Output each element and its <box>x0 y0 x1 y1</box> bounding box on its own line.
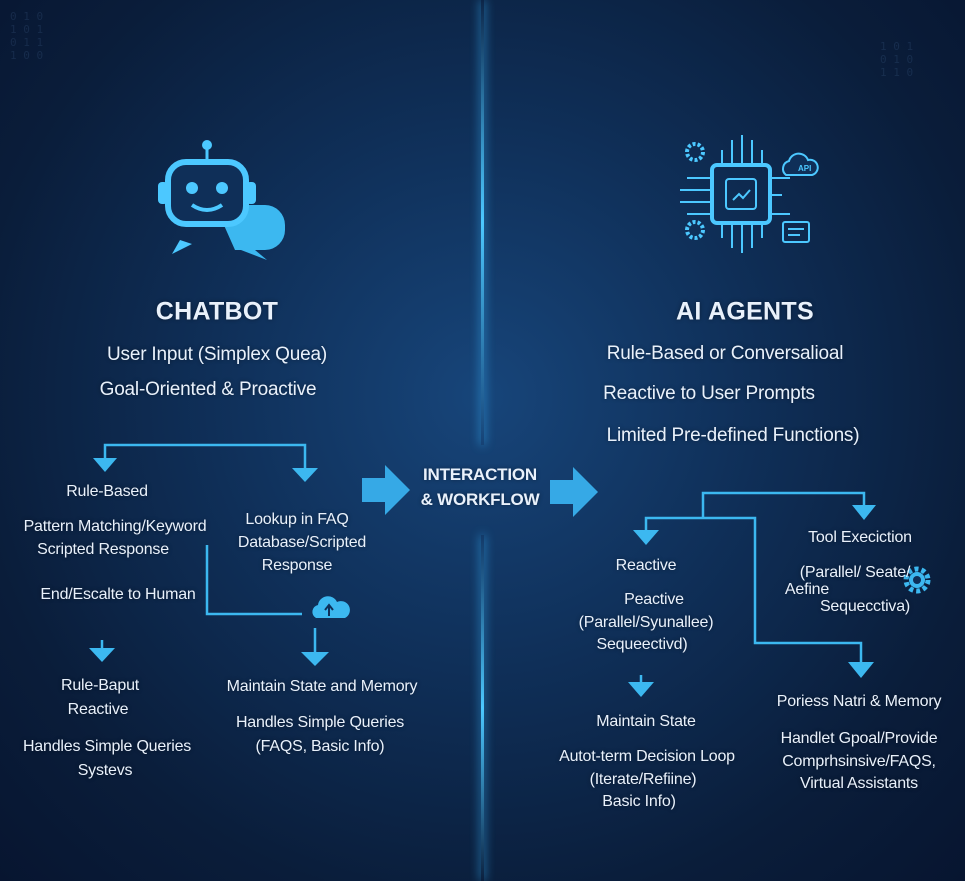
handles-label: Handles Simple Queries <box>22 738 192 755</box>
lookup-label: Database/Scripted <box>237 534 367 551</box>
chatbot-subtitle: User Input (Simplex Quea) <box>107 344 327 365</box>
peactive-label: (Parallel/Syunallee) <box>578 614 714 631</box>
memory-label: Poriess Natri & Memory <box>776 693 942 710</box>
handles-label: Handles Simple Queries <box>235 714 405 731</box>
arrow-down-icon <box>301 652 329 666</box>
arrow-down-icon <box>292 468 318 482</box>
agents-subtitle: Reactive to User Prompts <box>603 383 815 404</box>
handlet-label: Comprhsinsive/FAQS, <box>782 753 936 770</box>
center-divider-top <box>481 0 484 445</box>
center-divider-bottom <box>481 535 484 881</box>
center-label-line1: INTERACTION <box>423 465 537 484</box>
handlet-label: Handlet Gpoal/Provide <box>780 730 938 747</box>
ai-chip-icon <box>680 135 819 253</box>
pattern-label: Pattern Matching/Keyword <box>23 518 207 535</box>
center-label-line2: & WORKFLOW <box>420 490 540 509</box>
api-cloud-icon <box>782 152 819 176</box>
loop-label: (Iterate/Refiine) <box>589 771 697 788</box>
right-arrow-icon <box>550 467 598 517</box>
agents-title: AI AGENTS <box>676 297 814 326</box>
binary-background: 0 1 0 1 0 1 0 1 1 1 0 0 <box>10 10 44 62</box>
gear-icon <box>685 142 705 162</box>
gear-icon <box>685 220 705 240</box>
arrow-down-icon <box>633 530 659 545</box>
escalate-label: End/Escalte to Human <box>40 586 196 603</box>
arrow-down-icon <box>93 458 117 472</box>
peactive-label: Peactive <box>624 591 684 608</box>
gear-icon <box>903 566 931 594</box>
tool-label: Tool Execiction <box>808 529 912 546</box>
document-icon <box>782 221 810 243</box>
systems-label: Systevs <box>77 762 133 779</box>
handlet-label: Virtual Assistants <box>800 775 918 792</box>
tool-label: Sequecctiva) <box>819 598 911 615</box>
loop-label: Basic Info) <box>602 793 676 810</box>
api-label: API <box>798 164 811 173</box>
loop-label: Autot-term Decision Loop <box>559 748 735 765</box>
arrow-down-icon <box>852 505 876 520</box>
rule-baput-label: Rule-Baput <box>60 677 140 694</box>
maintain-label: Maintain State and Memory <box>226 678 418 695</box>
chatbot-subtitle: Goal-Oriented & Proactive <box>99 379 317 400</box>
arrow-down-icon <box>848 662 874 678</box>
maintain-label: Maintain State <box>596 713 696 730</box>
arrow-down-icon <box>89 648 115 662</box>
scripted-label: Scripted Response <box>37 541 169 558</box>
binary-background: 1 0 1 0 1 0 1 1 0 <box>880 40 914 79</box>
faqs-label: (FAQS, Basic Info) <box>255 738 385 755</box>
chatbot-title: CHATBOT <box>155 297 279 326</box>
agents-subtitle: Limited Pre-defined Functions) <box>606 425 860 446</box>
reactive-label: Reactive <box>67 701 129 718</box>
arrow-down-icon <box>628 682 654 697</box>
cloud-upload-icon <box>312 596 350 618</box>
reactive-label: Reactive <box>615 557 677 574</box>
chatbot-robot-icon <box>158 140 285 260</box>
peactive-label: Sequeectivd) <box>596 636 688 653</box>
rule-based-label: Rule-Based <box>66 483 148 500</box>
tool-label: Aefine <box>784 581 830 598</box>
lookup-label: Lookup in FAQ <box>245 511 349 528</box>
lookup-label: Response <box>261 557 333 574</box>
right-arrow-icon <box>362 465 410 515</box>
agents-subtitle: Rule-Based or Conversalioal <box>606 343 844 364</box>
tool-label: (Parallel/ Seate/ <box>799 564 911 581</box>
